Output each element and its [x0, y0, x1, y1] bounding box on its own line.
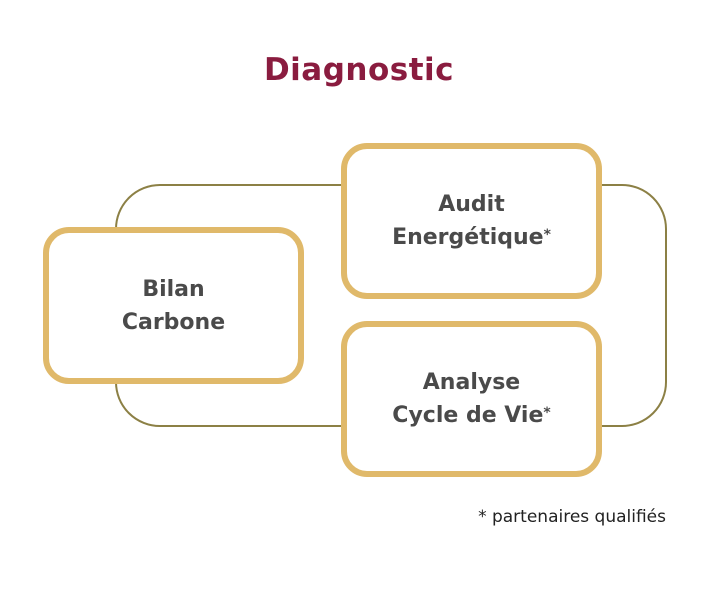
box-label-line1: Audit [438, 192, 505, 217]
box-label-line2: Carbone [121, 309, 226, 335]
box-analyse-cycle-de-vie: Analyse Cycle de Vie* [341, 321, 602, 477]
box-audit-energetique: Audit Energétique* [341, 143, 602, 299]
box-bilan-carbone: Bilan Carbone [43, 227, 304, 384]
box-label-line1: Bilan [142, 276, 205, 302]
asterisk-mark: * [543, 405, 551, 421]
box-label-line2: Energétique* [392, 225, 551, 250]
box-label-line1: Analyse [422, 370, 521, 395]
diagram-title: Diagnostic [263, 52, 455, 88]
box-label-line2: Cycle de Vie* [392, 403, 551, 428]
asterisk-mark: * [543, 227, 551, 243]
footnote: * partenaires qualifiés [478, 507, 666, 527]
connector-right [600, 184, 667, 427]
